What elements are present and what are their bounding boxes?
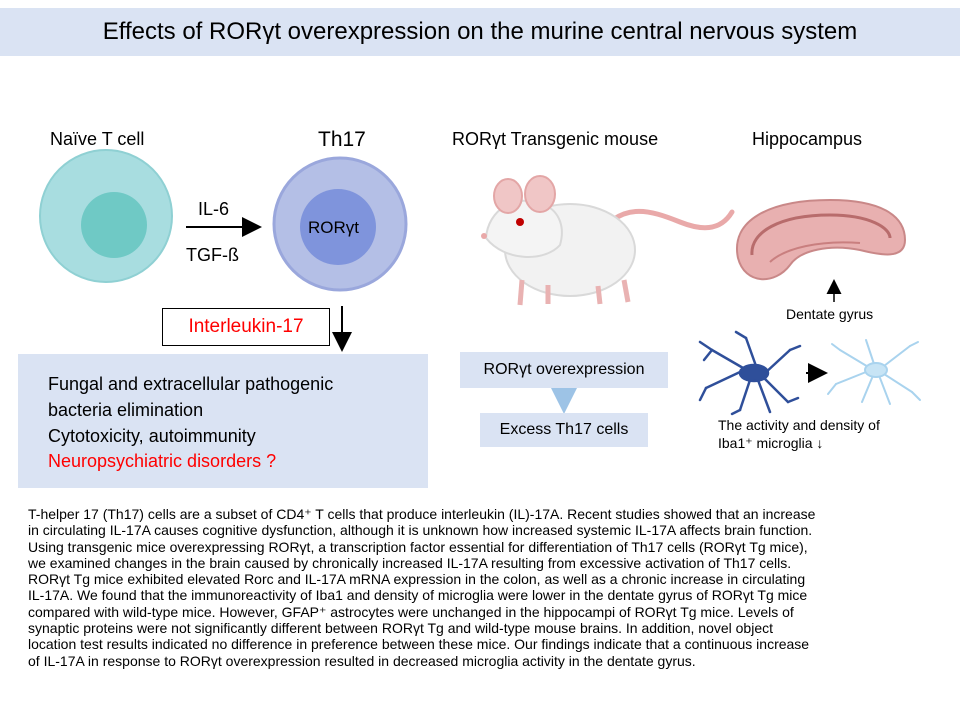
hippocampus-icon xyxy=(735,198,907,281)
effect-item: Cytotoxicity, autoimmunity xyxy=(48,426,256,446)
abstract-line: RORγt Tg mice exhibited elevated Rorc an… xyxy=(28,571,806,588)
effect-item: Fungal and extracellular pathogenic xyxy=(48,374,334,394)
abstract-line: we examined changes in the brain caused … xyxy=(28,554,792,571)
th17-label: Th17 xyxy=(318,128,366,151)
abstract-line: of IL-17A in response to RORγt overexpre… xyxy=(28,652,696,669)
tgfb-label: TGF-ß xyxy=(186,245,239,265)
abstract-line: T-helper 17 (Th17) cells are a subset of… xyxy=(28,506,816,522)
effect-item-highlight: Neuropsychiatric disorders ? xyxy=(48,451,277,471)
naive-t-cell-label: Naïve T cell xyxy=(50,129,145,149)
page-title: Effects of RORγt overexpression on the m… xyxy=(102,18,858,45)
title-bar xyxy=(0,8,960,56)
activated-microglia-icon xyxy=(698,330,802,416)
abstract-line: IL-17A. We found that the immunoreactivi… xyxy=(28,587,808,604)
abstract-line: location test results indicated no diffe… xyxy=(28,636,810,653)
rorgt-label: RORγt xyxy=(308,218,359,237)
th17-cell-icon xyxy=(272,156,408,292)
mouse-icon xyxy=(481,175,735,306)
hippocampus-label: Hippocampus xyxy=(752,129,863,149)
excess-th17-box: Excess Th17 cells xyxy=(480,413,648,447)
il6-label: IL-6 xyxy=(198,199,230,219)
naive-t-cell-icon xyxy=(39,149,173,283)
abstract-line: in circulating IL-17A causes cognitive d… xyxy=(28,522,813,539)
transgenic-mouse-label: RORγt Transgenic mouse xyxy=(452,129,659,149)
effect-item: bacteria elimination xyxy=(48,400,204,420)
abstract-line: Using transgenic mice overexpressing ROR… xyxy=(28,538,808,555)
abstract-line: synaptic proteins were not significantly… xyxy=(28,620,773,637)
rorgt-overexpression-box: RORγt overexpression xyxy=(460,352,668,388)
microglia-caption-line1: The activity and density of xyxy=(718,417,880,433)
effects-box xyxy=(18,354,428,488)
interleukin17-box: Interleukin-17 xyxy=(162,308,330,346)
microglia-caption-line2: Iba1⁺ microglia ↓ xyxy=(718,435,824,451)
dentate-gyrus-label: Dentate gyrus xyxy=(786,306,874,322)
abstract-line: compared with wild-type mice. However, G… xyxy=(28,603,794,620)
reduced-microglia-icon xyxy=(827,339,921,405)
abstract-text: T-helper 17 (Th17) cells are a subset of… xyxy=(28,506,938,669)
